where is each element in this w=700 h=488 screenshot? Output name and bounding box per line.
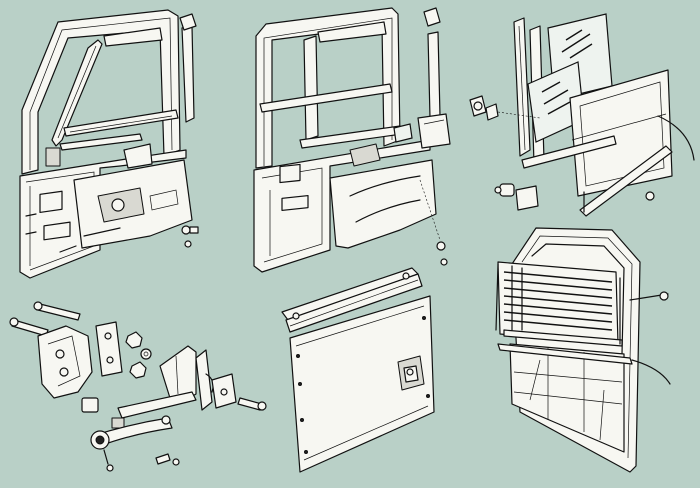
hinge-bolt-upper [33, 301, 81, 321]
window-catch [494, 183, 539, 211]
front-vertical-seal [181, 25, 195, 123]
rear-side-door-assembly [253, 7, 451, 273]
door-hinge [37, 325, 93, 399]
door-skin-panel [289, 295, 435, 473]
hinge-and-lock-hardware [9, 301, 267, 472]
front-belt-strip [63, 109, 179, 137]
front-top-seal [103, 27, 163, 47]
lower-door-panel [281, 267, 435, 473]
front-door-shell [19, 149, 187, 279]
hinge-bolt-lower [9, 317, 49, 337]
front-door-screw [181, 225, 199, 248]
rear-door-screw [436, 241, 448, 266]
rear-door-handle [629, 291, 671, 385]
rear-door-frame-assembly [495, 227, 671, 473]
lock-bolt [237, 397, 267, 411]
sliding-window-assembly [469, 13, 695, 217]
front-glass-channel [51, 39, 103, 147]
hinge-plate [95, 321, 123, 377]
window-latch [469, 95, 541, 121]
lock-bar [117, 391, 197, 419]
front-door-assembly [19, 9, 199, 279]
interior-handle-arm [91, 417, 173, 447]
rear-door-trim-panel [329, 159, 437, 249]
